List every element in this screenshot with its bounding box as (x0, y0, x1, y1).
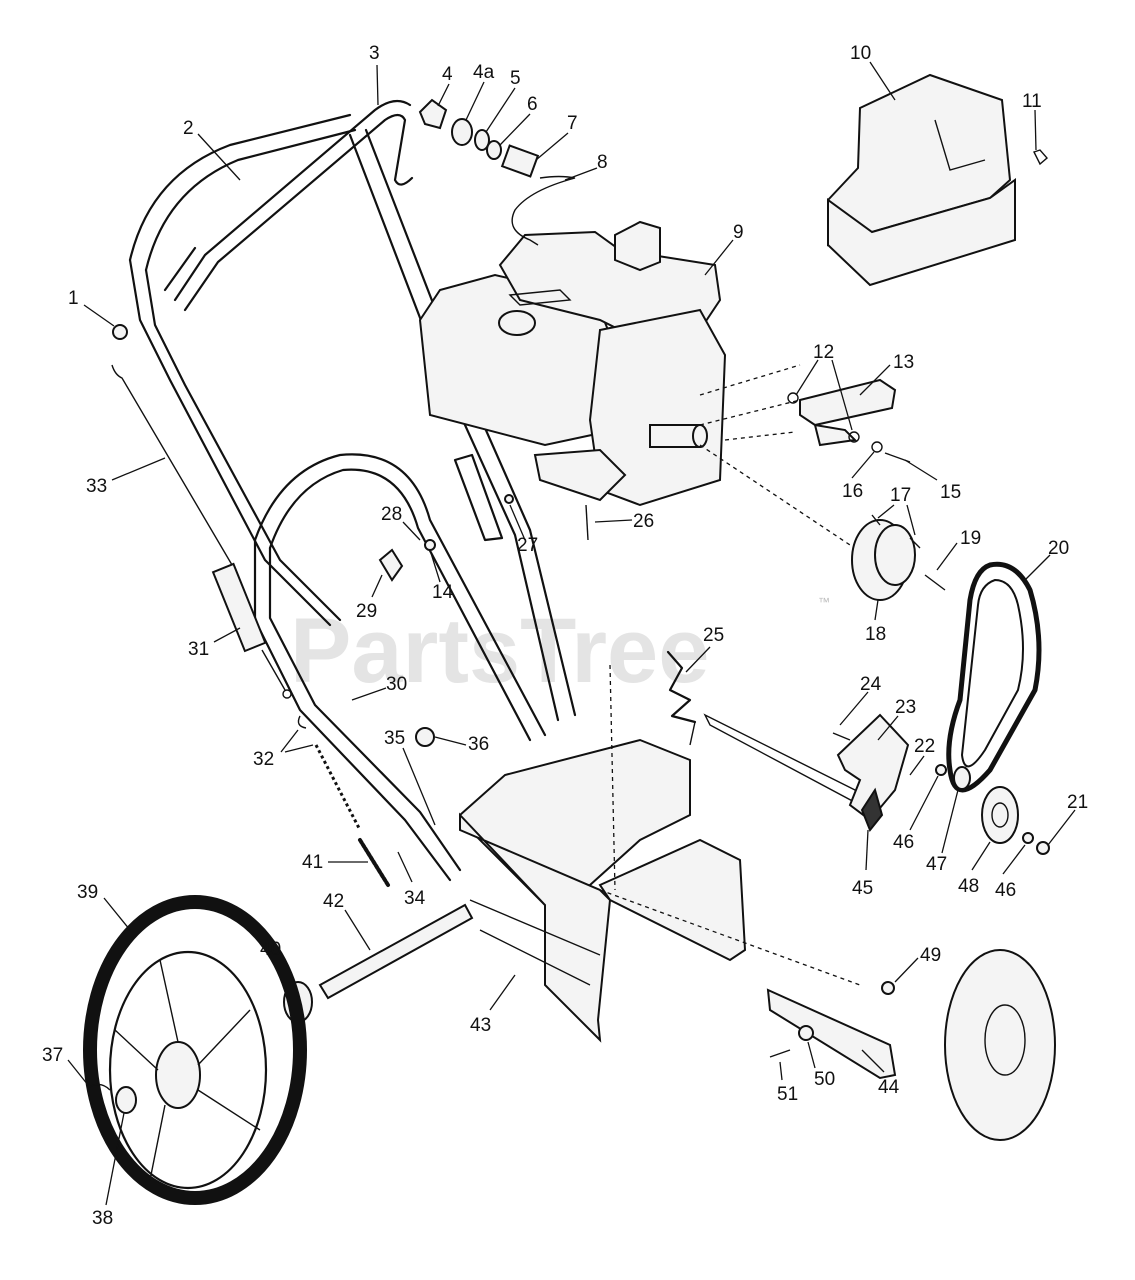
callout-44: 44 (878, 1077, 900, 1098)
callout-39: 39 (77, 882, 98, 903)
callout-15: 15 (940, 482, 961, 503)
drive-belt (946, 561, 1042, 793)
lower-handle (253, 453, 547, 882)
callout-21: 21 (1067, 792, 1088, 813)
callout-labels: 1 2 3 4 4a 5 6 7 8 9 10 11 12 13 14 15 1… (42, 43, 1088, 1229)
callout-14: 14 (432, 582, 454, 603)
callout-13: 13 (893, 352, 914, 373)
callout-28: 28 (381, 504, 402, 525)
callout-5: 5 (510, 68, 521, 89)
callout-31: 31 (188, 639, 209, 660)
callout-17: 17 (890, 485, 911, 506)
wheel-pulley (944, 949, 1056, 1141)
callout-3: 3 (369, 43, 380, 64)
callout-49: 49 (920, 945, 941, 966)
misc-hardware (378, 494, 589, 747)
engine-pulley (699, 444, 946, 601)
callout-43: 43 (470, 1015, 491, 1036)
bracket-44 (766, 981, 897, 1080)
callout-18: 18 (865, 624, 886, 645)
callout-50: 50 (814, 1069, 835, 1090)
belt-cover (827, 73, 1016, 287)
ignition-parts (112, 98, 1048, 340)
callout-33: 33 (86, 476, 107, 497)
callout-29: 29 (356, 601, 377, 622)
callout-8: 8 (597, 152, 608, 173)
callout-1: 1 (68, 288, 79, 309)
callout-22: 22 (914, 736, 935, 757)
callout-4: 4 (442, 64, 453, 85)
callout-7: 7 (567, 113, 578, 134)
callout-46-a: 46 (893, 832, 914, 853)
callout-10: 10 (850, 43, 871, 64)
callout-47: 47 (926, 854, 947, 875)
callout-12: 12 (813, 342, 834, 363)
callout-48: 48 (958, 876, 979, 897)
callout-45: 45 (852, 878, 873, 899)
watermark-trademark: ™ (818, 595, 830, 609)
callout-20: 20 (1048, 538, 1069, 559)
callout-26: 26 (633, 511, 654, 532)
callout-23: 23 (895, 697, 916, 718)
engine (418, 220, 727, 507)
control-rod (111, 364, 292, 699)
callout-37: 37 (42, 1045, 63, 1066)
callout-46-b: 46 (995, 880, 1016, 901)
callout-36: 36 (468, 734, 489, 755)
callout-6: 6 (527, 94, 538, 115)
idler-assembly (666, 650, 1050, 855)
callout-25: 25 (703, 625, 724, 646)
callout-2: 2 (183, 118, 194, 139)
upper-handle (128, 99, 577, 722)
callout-32: 32 (253, 749, 274, 770)
callout-24: 24 (860, 674, 882, 695)
bracket-13 (699, 364, 911, 463)
chain-and-spring (297, 715, 390, 887)
callout-30: 30 (386, 674, 407, 695)
axle (283, 903, 474, 1023)
callout-27: 27 (517, 535, 538, 556)
callout-41: 41 (302, 852, 323, 873)
callout-42: 42 (323, 891, 344, 912)
callout-4a: 4a (473, 62, 495, 83)
wheel (83, 895, 307, 1205)
callout-51: 51 (777, 1084, 798, 1105)
callout-11: 11 (1022, 91, 1042, 112)
callout-38: 38 (92, 1208, 113, 1229)
callout-34: 34 (404, 888, 426, 909)
callout-40: 40 (260, 939, 281, 960)
callout-35: 35 (384, 728, 405, 749)
frame (459, 664, 861, 1043)
callout-9: 9 (733, 222, 744, 243)
callout-19: 19 (960, 528, 981, 549)
callout-16: 16 (842, 481, 863, 502)
